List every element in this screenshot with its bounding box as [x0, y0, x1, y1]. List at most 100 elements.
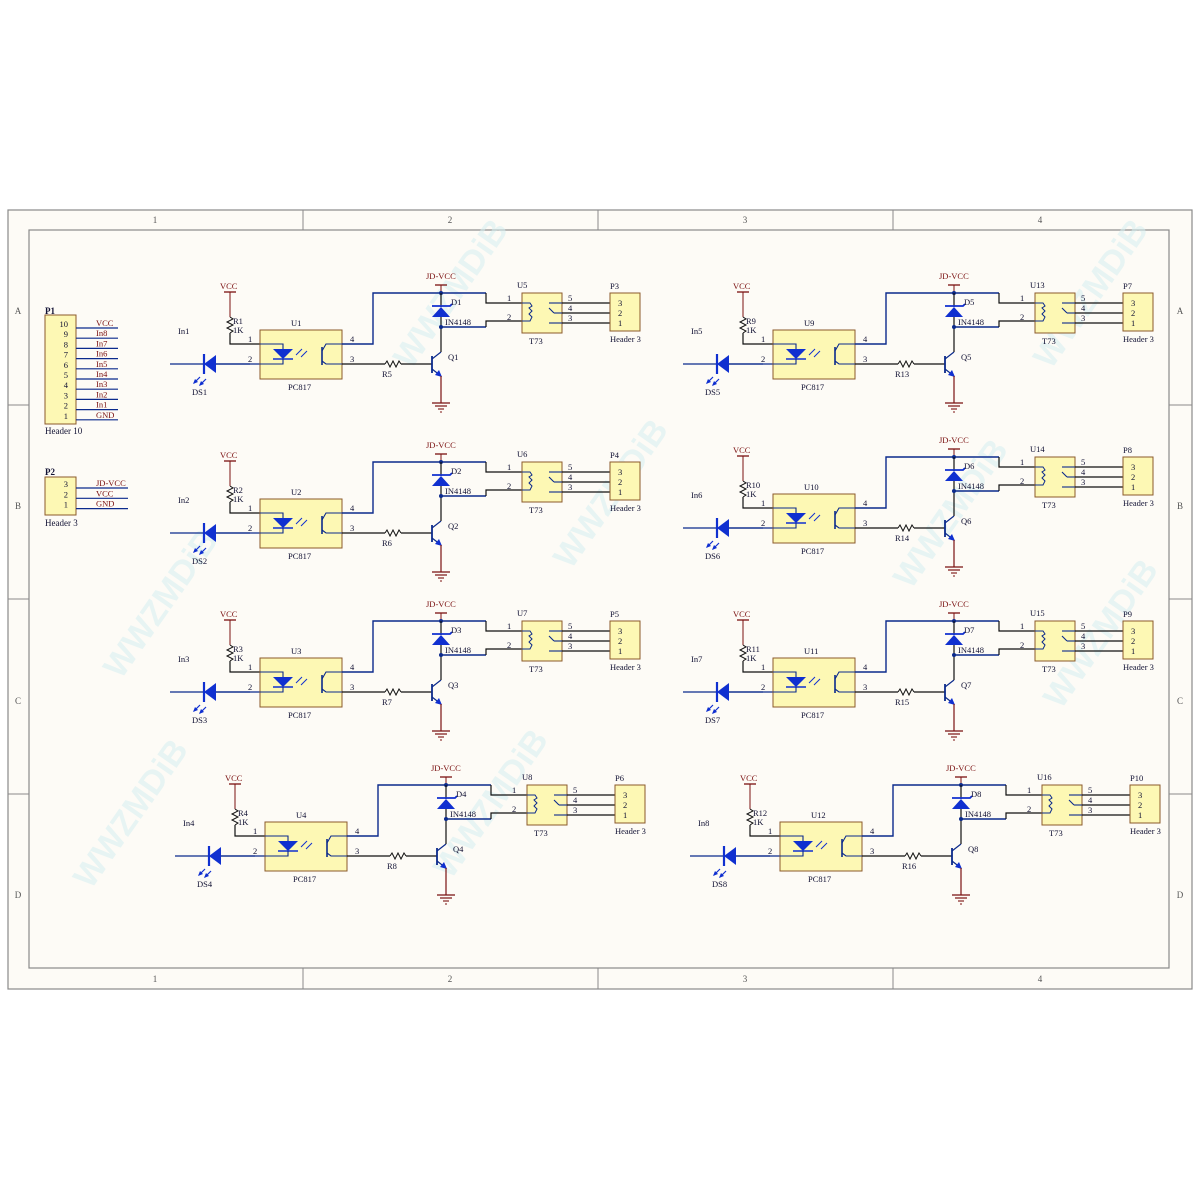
opto-pin-2: 2	[248, 682, 252, 692]
flyback-diode-icon	[432, 307, 450, 317]
opto-emitter	[321, 529, 342, 534]
opto-pin-4: 4	[863, 498, 868, 508]
output-header-pin: 1	[618, 318, 622, 328]
collector-rail-wire	[855, 456, 999, 509]
transistor-designator: Q2	[448, 521, 458, 531]
pullup-resistor-icon	[225, 485, 235, 503]
optocoupler-part: PC817	[288, 382, 311, 392]
p1-pin-number: 1	[64, 411, 68, 421]
opto-pin-3: 3	[870, 846, 874, 856]
flyback-diode-icon	[437, 799, 455, 809]
input-net-label: In8	[698, 818, 709, 828]
output-header-name: Header 3	[610, 503, 641, 513]
base-resistor-designator: R6	[382, 538, 392, 548]
output-header-pin: 3	[1138, 790, 1142, 800]
input-net-label: In4	[183, 818, 195, 828]
pullup-resistor-icon	[225, 644, 235, 662]
flyback-diode-bar	[945, 467, 966, 471]
opto-pin-4: 4	[355, 826, 360, 836]
opto-led-icon	[786, 349, 806, 359]
relay-part: T73	[529, 336, 543, 346]
relay-contact-arm	[548, 307, 555, 314]
relay-coil-icon	[522, 302, 533, 322]
relay-coil-icon	[527, 794, 538, 814]
opto-collector	[326, 835, 347, 844]
transistor-collector	[431, 520, 442, 529]
output-header-body	[614, 784, 646, 824]
opto-pin-2: 2	[253, 846, 257, 856]
output-header-name: Header 3	[1123, 334, 1154, 344]
output-header-pin: 2	[1131, 636, 1135, 646]
opto-pin-2: 2	[761, 518, 765, 528]
led-designator: DS2	[192, 556, 207, 566]
opto-pin-2: 2	[761, 354, 765, 364]
optocoupler-body	[772, 493, 856, 544]
base-resistor-icon	[389, 851, 407, 861]
flyback-diode-bar	[432, 472, 453, 476]
arrow-head	[713, 871, 718, 876]
opto-internal-wire	[260, 687, 284, 693]
opto-light-arrow	[300, 678, 308, 686]
relay-pin-1: 1	[507, 621, 511, 631]
output-header-designator: P3	[610, 281, 619, 291]
zone-row-label: D	[1177, 890, 1184, 900]
relay-pin-4: 4	[1081, 467, 1086, 477]
resistor-to-opto-wire	[749, 825, 780, 837]
output-header-pin: 1	[623, 810, 627, 820]
jd-vcc-power-port: JD-VCC	[939, 271, 969, 281]
emitter-arrow	[948, 698, 955, 705]
optocoupler-body	[772, 657, 856, 708]
pullup-resistor-value: 1K	[238, 817, 249, 827]
base-resistor-designator: R15	[895, 697, 909, 707]
output-header-pin: 3	[623, 790, 627, 800]
emitter-arrow	[435, 539, 442, 546]
zone-column-label: 4	[1038, 215, 1043, 225]
diode-designator: D5	[964, 297, 974, 307]
relay-pin-5: 5	[1081, 293, 1085, 303]
opto-light-arrow	[295, 517, 303, 525]
opto-pin-4: 4	[350, 334, 355, 344]
vcc-power-port: VCC	[733, 445, 751, 455]
collector-rail-wire	[342, 292, 486, 345]
emitter-arrow	[948, 370, 955, 377]
opto-internal-wire	[260, 343, 284, 349]
relay-coil-icon	[522, 471, 533, 491]
flyback-diode-icon	[945, 635, 963, 645]
arrow-head	[198, 871, 203, 876]
p1-pin-number: 3	[64, 390, 68, 400]
output-header-pin: 3	[1131, 462, 1135, 472]
p2-net-label: JD-VCC	[96, 478, 126, 488]
led-icon	[717, 683, 729, 701]
collector-rail-wire	[342, 461, 486, 514]
opto-pin-1: 1	[248, 334, 252, 344]
coil-pin-2-wire	[1005, 812, 1042, 819]
opto-led-icon	[273, 349, 293, 359]
pullup-resistor-designator: R11	[746, 644, 760, 654]
p1-net-label: In1	[96, 400, 107, 410]
output-header-designator: P8	[1123, 445, 1132, 455]
flyback-diode-bar	[945, 631, 966, 635]
opto-light-arrow	[813, 350, 821, 358]
relay-designator: U7	[517, 608, 527, 618]
pullup-resistor-designator: R12	[753, 808, 767, 818]
output-header-designator: P4	[610, 450, 620, 460]
jd-vcc-power-port: JD-VCC	[946, 763, 976, 773]
opto-pin-4: 4	[350, 662, 355, 672]
opto-light-arrow	[813, 678, 821, 686]
opto-pin-1: 1	[761, 334, 765, 344]
output-header-name: Header 3	[615, 826, 646, 836]
p1-net-label: In3	[96, 379, 107, 389]
flyback-diode-icon	[432, 476, 450, 486]
paper	[7, 209, 1193, 990]
relay-part: T73	[1042, 336, 1056, 346]
optocoupler-designator: U1	[291, 318, 301, 328]
arrow-head	[199, 381, 204, 386]
opto-collector	[834, 507, 855, 516]
emitter-arrow	[435, 698, 442, 705]
opto-pin-1: 1	[248, 662, 252, 672]
led-designator: DS3	[192, 715, 207, 725]
arrow-head	[199, 550, 204, 555]
